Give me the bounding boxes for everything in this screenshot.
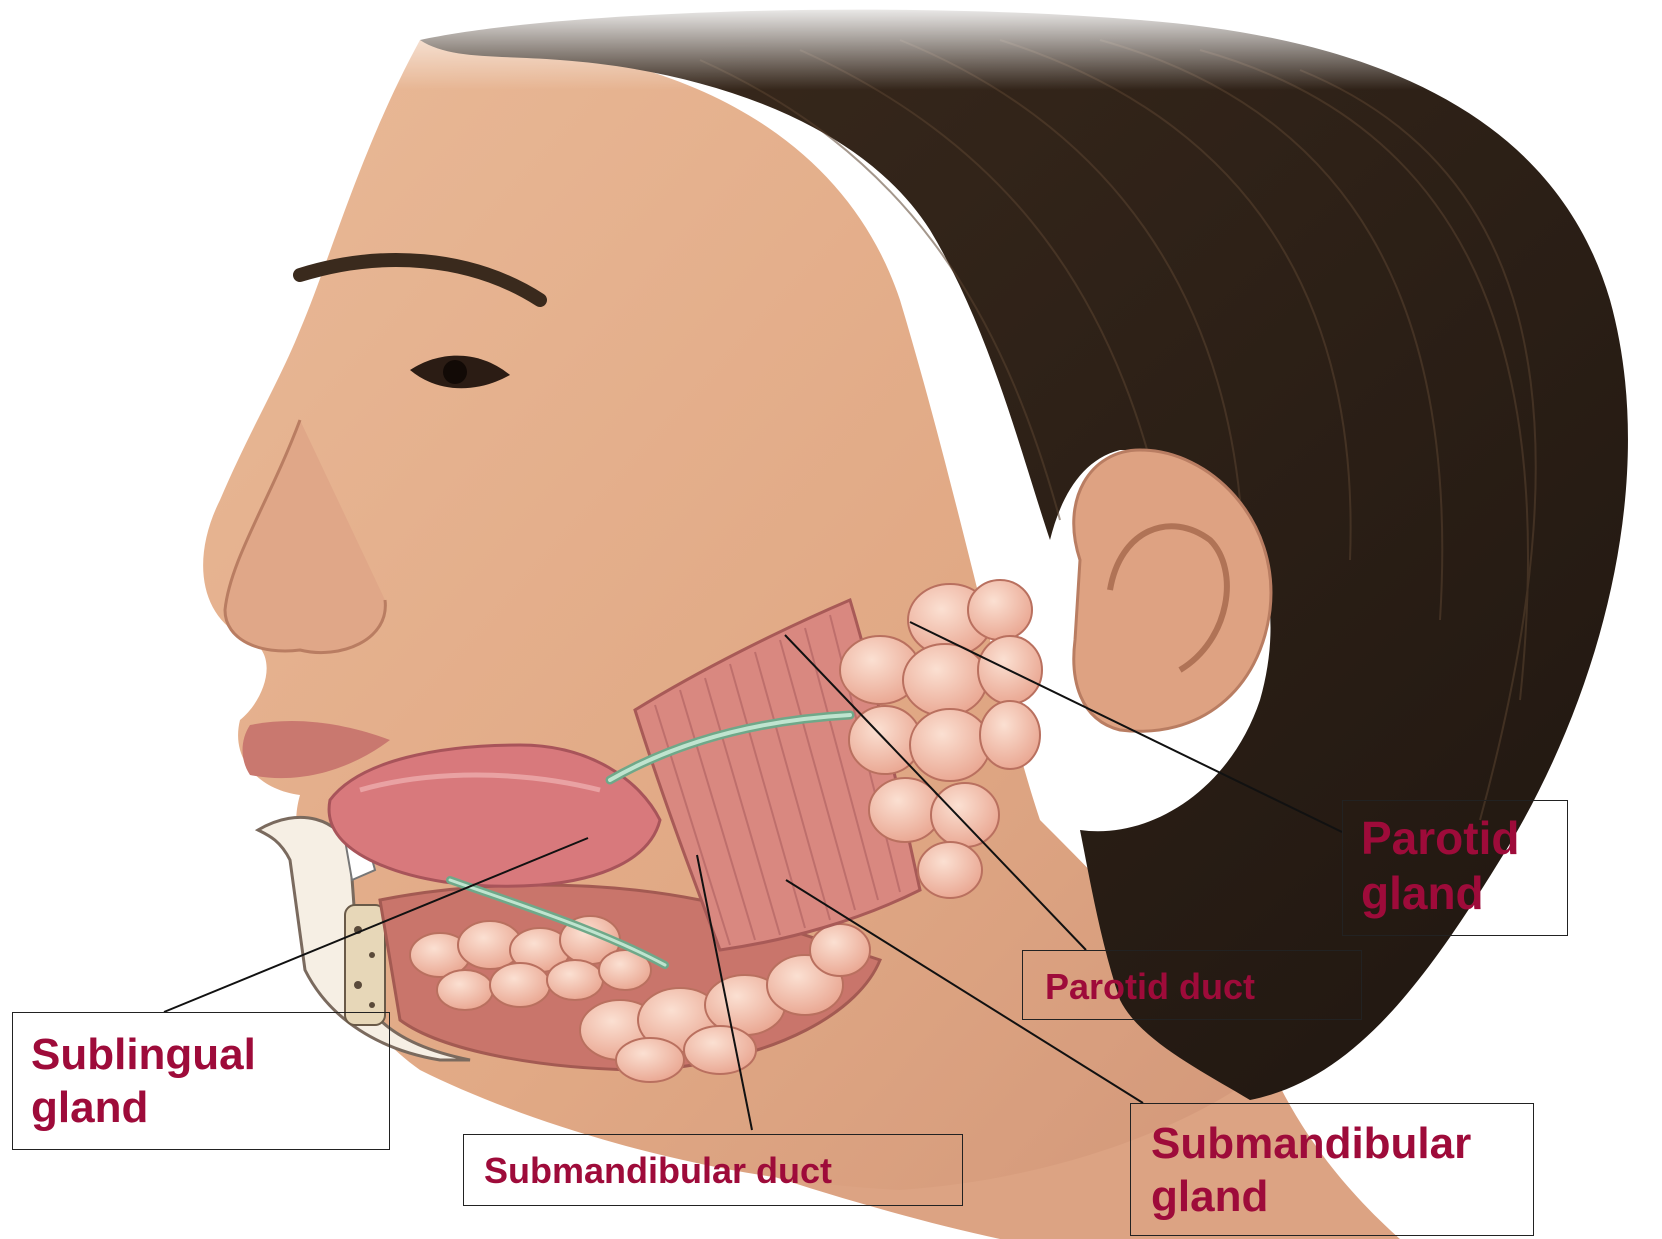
submandibular-gland-line-2: gland xyxy=(1151,1171,1513,1224)
submandibular-duct-text: Submandibular duct xyxy=(484,1149,942,1192)
submandibular-gland-label: Submandibular gland xyxy=(1130,1103,1534,1236)
sublingual-gland-line-1: Sublingual xyxy=(31,1029,371,1082)
sublingual-gland-label: Sublingual gland xyxy=(12,1012,390,1150)
parotid-gland-line-1: Parotid xyxy=(1361,811,1549,866)
submandibular-duct-label: Submandibular duct xyxy=(463,1134,963,1206)
parotid-duct-label: Parotid duct xyxy=(1022,950,1362,1020)
parotid-gland-label: Parotid gland xyxy=(1342,800,1568,936)
submandibular-gland-line-1: Submandibular xyxy=(1151,1118,1513,1171)
parotid-duct-text: Parotid duct xyxy=(1045,965,1339,1008)
parotid-gland-line-2: gland xyxy=(1361,866,1549,921)
sublingual-gland-line-2: gland xyxy=(31,1082,371,1135)
